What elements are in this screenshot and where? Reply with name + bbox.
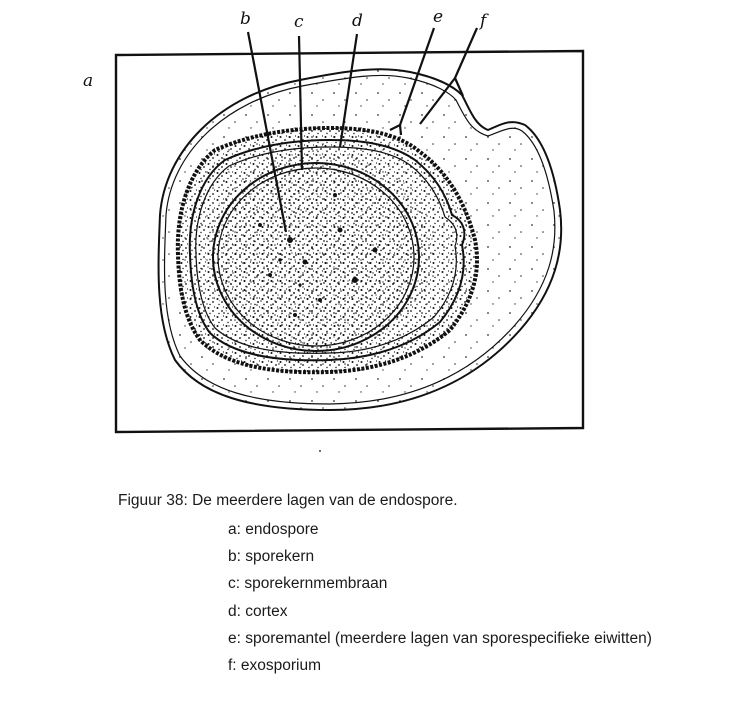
pointer-lines (246, 27, 479, 233)
pointer-label-f: f (478, 11, 489, 31)
pointer-label-d: d (352, 11, 363, 31)
spore-core (258, 193, 378, 317)
pointer-label-c: c (294, 12, 304, 32)
legend-item-b: b: sporekern (228, 548, 315, 566)
pointer-label-b: b (240, 9, 251, 29)
panel-label-a: a (83, 71, 93, 91)
legend-item-f: f: exosporium (228, 656, 322, 674)
legend-item-e: e: sporemantel (meerdere lagen van spore… (228, 629, 652, 647)
figure-legend: a: endospore b: sporekern c: sporekernme… (228, 520, 652, 683)
legend-item-a: a: endospore (228, 521, 319, 538)
figure-caption: Figuur 38: De meerdere lagen van de endo… (118, 492, 458, 509)
legend-item-d: d: cortex (228, 602, 288, 620)
legend-item-c: c: sporekernmembraan (228, 575, 388, 593)
pointer-label-e: e (433, 7, 443, 27)
endospore-figure: a b c d e f (83, 7, 585, 452)
figure-frame (114, 49, 585, 434)
spore-core-membrane (212, 162, 420, 352)
